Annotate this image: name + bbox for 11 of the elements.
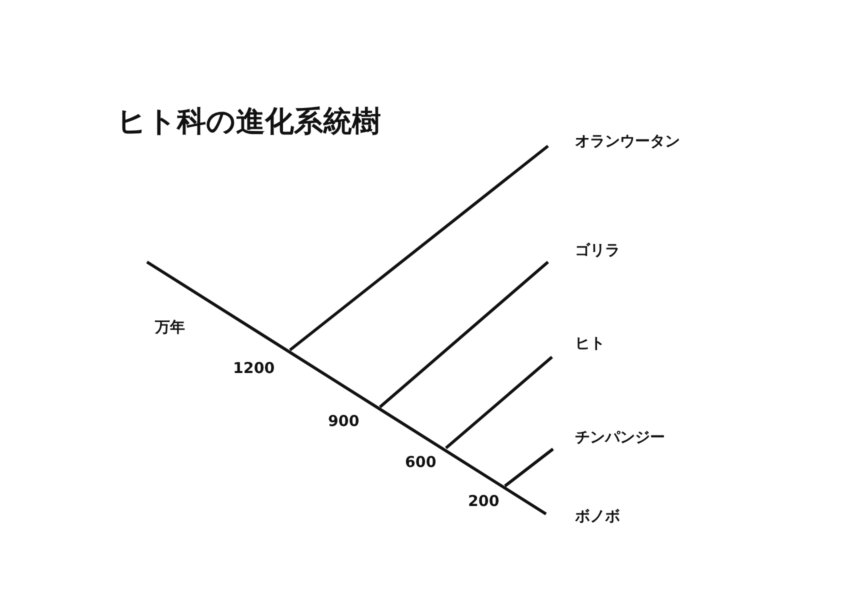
species-label: ボノボ (575, 508, 620, 524)
species-label: ヒト (575, 336, 605, 350)
time-label: 1200 (233, 360, 275, 376)
species-label: ゴリラ (575, 242, 620, 258)
species-label: チンパンジー (575, 430, 665, 444)
unit-label: 万年 (155, 320, 185, 334)
time-label: 900 (328, 414, 360, 428)
time-label: 200 (468, 494, 500, 508)
title: ヒト科の進化系統樹 (117, 107, 381, 136)
species-label: オランウータン (575, 134, 680, 148)
time-label: 600 (405, 454, 436, 470)
